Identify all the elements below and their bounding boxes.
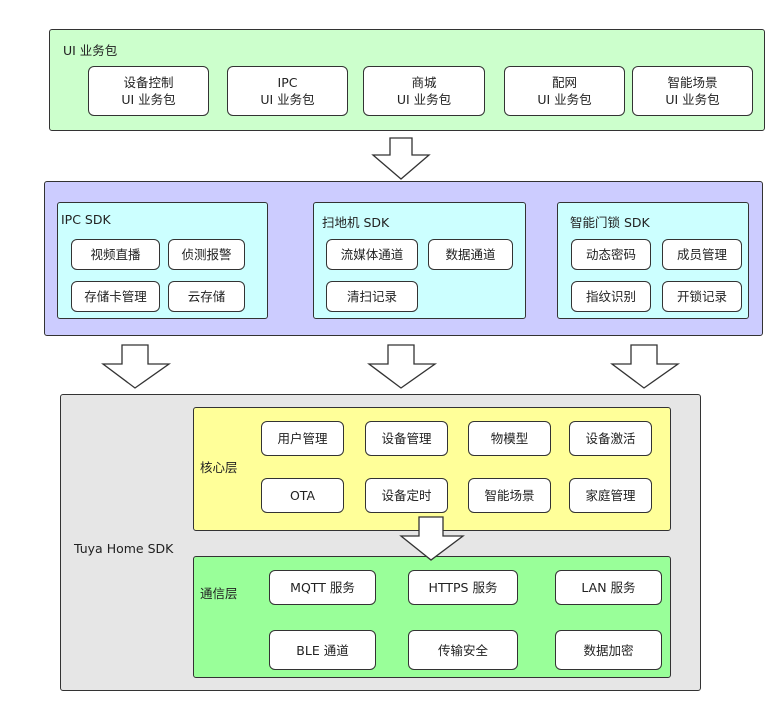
down-arrow-icon (367, 344, 438, 389)
ipc-live-video: 视频直播 (71, 239, 160, 270)
lock-fingerprint: 指纹识别 (571, 281, 651, 312)
core-device-activation: 设备激活 (569, 421, 652, 456)
down-arrow-icon (610, 344, 681, 389)
core-smart-scene: 智能场景 (468, 478, 551, 513)
core-ota: OTA (261, 478, 344, 513)
down-arrow-icon (371, 137, 431, 180)
lock-dynamic-password: 动态密码 (571, 239, 651, 270)
sweeper-data-channel: 数据通道 (428, 239, 513, 270)
sweeper-sdk-group: 扫地机 SDK 流媒体通道 数据通道 清扫记录 (313, 202, 526, 319)
down-arrow-icon (101, 344, 172, 389)
core-layer: 核心层 用户管理 设备管理 物模型 设备激活 OTA 设备定时 智能场景 家庭管… (193, 407, 671, 531)
communication-layer-title: 通信层 (200, 586, 238, 601)
ipc-detection-alarm: 侦测报警 (168, 239, 245, 270)
comm-mqtt-service: MQTT 服务 (269, 570, 376, 605)
ipc-sd-card-management: 存储卡管理 (71, 281, 160, 312)
core-device-management: 设备管理 (365, 421, 448, 456)
ipc-sdk-group: IPC SDK 视频直播 侦测报警 存储卡管理 云存储 (57, 202, 268, 319)
ui-package-layer-title: UI 业务包 (63, 43, 118, 58)
comm-ble-channel: BLE 通道 (269, 630, 376, 670)
tuya-home-sdk-title: Tuya Home SDK (74, 541, 174, 556)
tuya-home-sdk-layer: Tuya Home SDK 核心层 用户管理 设备管理 物模型 设备激活 OTA… (60, 394, 701, 691)
smart-lock-sdk-group: 智能门锁 SDK 动态密码 成员管理 指纹识别 开锁记录 (557, 202, 749, 319)
communication-layer: 通信层 MQTT 服务 HTTPS 服务 LAN 服务 BLE 通道 传输安全 … (193, 556, 671, 678)
sweeper-sdk-title: 扫地机 SDK (322, 215, 390, 230)
core-home-management: 家庭管理 (569, 478, 652, 513)
core-thing-model: 物模型 (468, 421, 551, 456)
smart-lock-sdk-title: 智能门锁 SDK (570, 215, 650, 230)
ui-package-mall: 商城 UI 业务包 (363, 66, 485, 116)
comm-transport-security: 传输安全 (408, 630, 518, 670)
ipc-cloud-storage: 云存储 (168, 281, 245, 312)
core-layer-title: 核心层 (200, 460, 238, 475)
ui-package-device-control: 设备控制 UI 业务包 (88, 66, 209, 116)
ui-package-network-config: 配网 UI 业务包 (504, 66, 625, 116)
comm-https-service: HTTPS 服务 (408, 570, 518, 605)
comm-lan-service: LAN 服务 (555, 570, 662, 605)
core-device-timer: 设备定时 (365, 478, 448, 513)
sweeper-stream-channel: 流媒体通道 (326, 239, 418, 270)
ui-package-ipc: IPC UI 业务包 (227, 66, 348, 116)
ipc-sdk-title: IPC SDK (61, 212, 111, 227)
ui-package-layer: UI 业务包 设备控制 UI 业务包 IPC UI 业务包 商城 UI 业务包 … (49, 29, 765, 131)
ui-package-smart-scene: 智能场景 UI 业务包 (632, 66, 753, 116)
comm-data-encryption: 数据加密 (555, 630, 662, 670)
business-sdk-layer: IPC SDK 视频直播 侦测报警 存储卡管理 云存储 扫地机 SDK 流媒体通… (44, 181, 763, 336)
sweeper-cleaning-records: 清扫记录 (326, 281, 418, 312)
down-arrow-icon (399, 516, 465, 561)
lock-member-management: 成员管理 (662, 239, 742, 270)
lock-unlock-records: 开锁记录 (662, 281, 742, 312)
core-user-management: 用户管理 (261, 421, 344, 456)
